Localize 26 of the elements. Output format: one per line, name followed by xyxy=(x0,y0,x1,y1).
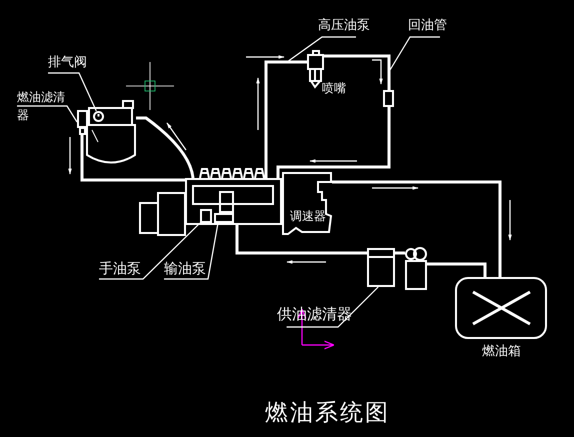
diagram-title: 燃油系统图 xyxy=(265,402,390,425)
fuel-pipe xyxy=(80,134,185,182)
part-label: 回油管 xyxy=(408,19,447,32)
fuel-pipe xyxy=(427,262,486,277)
part-label: 喷嘴 xyxy=(322,82,346,94)
fuel-pipe xyxy=(395,252,405,254)
fuel-pipe xyxy=(264,60,307,178)
part-label: 燃油滤清器 xyxy=(17,89,66,124)
leader-line xyxy=(48,72,97,112)
fuel-pipe xyxy=(136,116,194,178)
leader-line xyxy=(17,105,78,122)
part-label: 燃油箱 xyxy=(482,345,521,358)
leader-line xyxy=(286,36,356,62)
part-label: 手油泵 xyxy=(99,262,141,276)
fuel-pipe xyxy=(276,107,391,178)
part-label: 高压油泵 xyxy=(318,19,370,32)
leader-line xyxy=(286,286,379,328)
leader-line xyxy=(99,222,200,280)
fuel-pipe xyxy=(236,225,367,254)
part-label: 排气阀 xyxy=(48,56,87,69)
fuel-pipe xyxy=(332,180,502,277)
part-label: 调速器 xyxy=(290,210,326,222)
fuel-pipe xyxy=(324,54,391,90)
part-label: 输油泵 xyxy=(164,262,206,276)
leader-line xyxy=(389,36,440,70)
leader-line xyxy=(164,222,219,280)
